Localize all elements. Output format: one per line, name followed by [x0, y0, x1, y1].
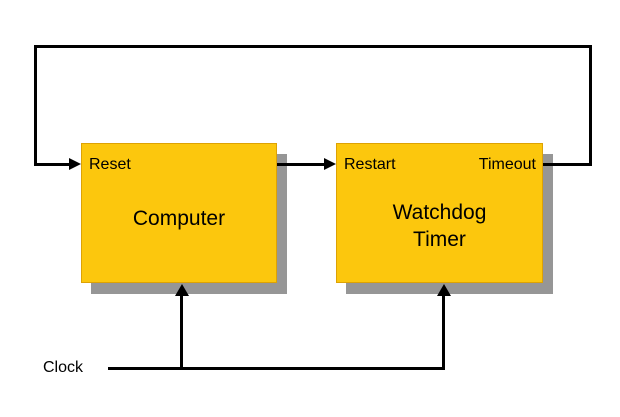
edge-feedback-left-segment	[34, 45, 37, 166]
arrowhead-into-restart-icon	[324, 158, 336, 170]
edge-clock-horizontal-segment	[108, 367, 445, 370]
port-label-reset: Reset	[89, 156, 131, 173]
node-computer: Reset Computer	[81, 143, 277, 283]
edge-reset-in-segment	[34, 163, 72, 166]
edge-clock-to-computer-segment	[180, 294, 183, 370]
arrowhead-into-reset-icon	[69, 158, 81, 170]
edge-feedback-top-segment	[34, 45, 592, 48]
edge-clock-to-watchdog-segment	[442, 294, 445, 370]
signal-label-clock: Clock	[43, 359, 84, 376]
port-label-timeout: Timeout	[478, 156, 536, 173]
arrowhead-into-watchdog-icon	[437, 284, 451, 296]
node-title-watchdog-timer: Watchdog Timer	[337, 199, 542, 253]
node-watchdog-timer: Restart Timeout Watchdog Timer	[336, 143, 543, 283]
node-title-computer: Computer	[132, 207, 226, 230]
node-title-watchdog-line1: Watchdog	[392, 201, 487, 224]
edge-timeout-out-segment	[543, 163, 592, 166]
port-label-restart: Restart	[344, 156, 396, 173]
arrowhead-into-computer-icon	[175, 284, 189, 296]
edge-feedback-right-segment	[589, 45, 592, 166]
edge-computer-to-watchdog-segment	[277, 163, 326, 166]
node-title-watchdog-line2: Timer	[413, 228, 466, 251]
